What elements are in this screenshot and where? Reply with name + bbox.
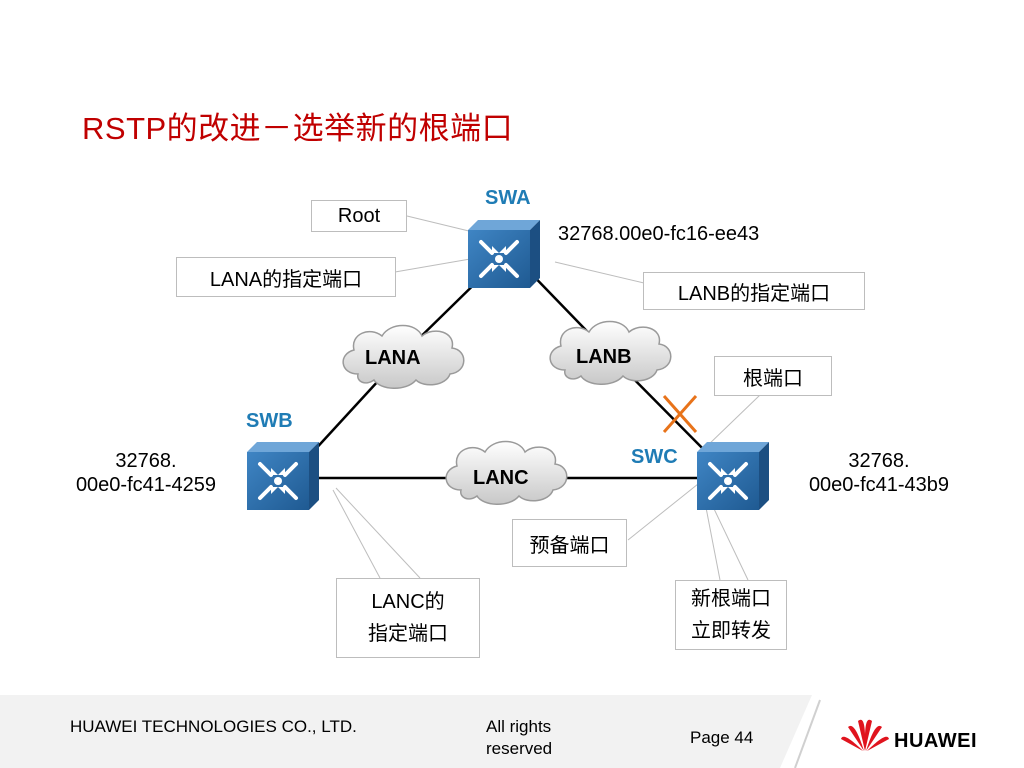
lanc-label: LANC [473,467,529,489]
lanc-designated-line1: LANC的 [371,591,445,613]
swc-bridge-id-line2: 00e0-fc41-43b9 [808,474,950,496]
backup-port-callout: 预备端口 [512,519,627,567]
swb-switch-icon [245,440,321,512]
huawei-logo-icon [841,719,889,751]
blocked-port-x-icon [662,395,698,433]
lanb-designated-callout: LANB的指定端口 [643,272,865,310]
swa-label: SWA [485,187,531,209]
swa-switch-icon [466,218,542,290]
lanc-pointer-a [332,489,381,579]
footer-swoosh [780,695,1024,768]
root-port-callout: 根端口 [714,356,832,396]
new-root-line2: 立即转发 [691,620,771,642]
swb-bridge-id-line1: 32768. [115,450,177,472]
swc-switch-icon [695,440,771,512]
swc-bridge-id: 32768. 00e0-fc41-43b9 [787,449,971,497]
footer-rights: All rights reserved [486,717,553,758]
lanb-pointer [554,261,645,284]
root-port-pointer [704,394,761,449]
swc-bridge-id-line1: 32768. [848,450,910,472]
lanc-designated-line2: 指定端口 [368,623,448,645]
footer-company: HUAWEI TECHNOLOGIES CO., LTD. [70,717,357,736]
swb-bridge-id: 32768. 00e0-fc41-4259 [56,449,236,497]
swa-bridge-id: 32768.00e0-fc16-ee43 [558,223,760,245]
lana-pointer [394,257,477,273]
page-title: RSTP的改进－选举新的根端口 [82,111,514,146]
footer: HUAWEI TECHNOLOGIES CO., LTD. All rights… [0,695,1024,768]
swb-label: SWB [246,410,293,432]
swb-bridge-id-line2: 00e0-fc41-4259 [75,474,217,496]
swc-label: SWC [631,446,678,468]
root-callout: Root [311,200,407,232]
backup-pointer [627,479,704,541]
lanc-designated-callout: LANC的 指定端口 [336,578,480,658]
new-root-line1: 新根端口 [691,588,771,610]
lana-designated-callout: LANA的指定端口 [176,257,396,297]
root-pointer [406,215,474,233]
lana-label: LANA [365,347,421,369]
new-root-port-callout: 新根端口 立即转发 [675,580,787,650]
lanb-label: LANB [576,346,632,368]
huawei-logo-text: HUAWEI [894,730,977,752]
lanc-pointer-b [335,487,421,579]
footer-page-number: Page 44 [690,728,754,747]
